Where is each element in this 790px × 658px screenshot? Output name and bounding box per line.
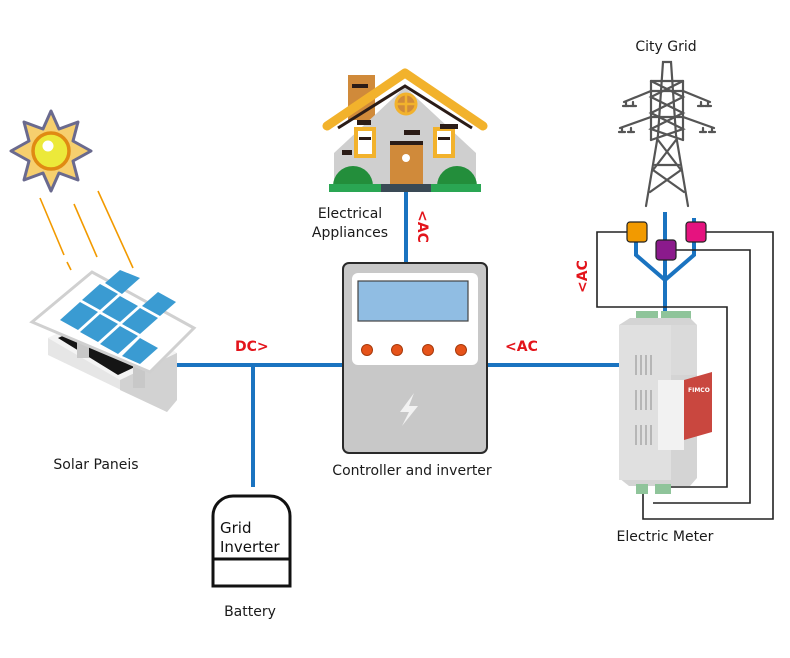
electric-meter-label: Electric Meter <box>617 529 714 545</box>
battery-label: Battery <box>224 604 276 620</box>
signal-wires <box>596 231 774 520</box>
ct-orange-icon <box>626 221 648 243</box>
electrical-appliances-label-line2: Appliances <box>312 225 388 241</box>
meter-brand-label: FIMCO <box>688 387 710 394</box>
battery-icon <box>211 494 292 588</box>
signal-wire-pink <box>642 231 774 520</box>
ct-pink-icon <box>685 221 707 243</box>
power-wires <box>155 192 696 487</box>
flow-label-dc-solar: DC> <box>235 339 269 355</box>
solar-panel-icon <box>29 270 197 412</box>
electrical-appliances-label-line1: Electrical <box>318 206 382 222</box>
flow-label-ac-grid: <AC <box>575 260 591 293</box>
lightning-icon <box>400 393 418 426</box>
house-icon <box>322 68 488 192</box>
solar-panels-label: Solar Paneis <box>53 457 138 473</box>
electric-meter-icon: FIMCO <box>619 311 712 494</box>
city-grid-label: City Grid <box>635 39 696 55</box>
sun-rays <box>39 190 134 271</box>
grid-inverter-label-line1: Grid <box>220 519 251 537</box>
controller-inverter-icon <box>342 262 488 454</box>
controller-label: Controller and inverter <box>332 463 492 479</box>
signal-wire-orange <box>596 231 728 488</box>
ct-purple-icon <box>655 239 677 261</box>
flow-label-ac-house: <AC <box>414 210 430 243</box>
sun-icon <box>9 109 93 193</box>
power-tower-icon <box>617 60 717 208</box>
flow-label-ac-meter: <AC <box>505 339 538 355</box>
ct-clamps <box>626 221 707 261</box>
signal-wire-purple <box>653 249 751 504</box>
grid-inverter-label-line2: Inverter <box>220 538 280 556</box>
